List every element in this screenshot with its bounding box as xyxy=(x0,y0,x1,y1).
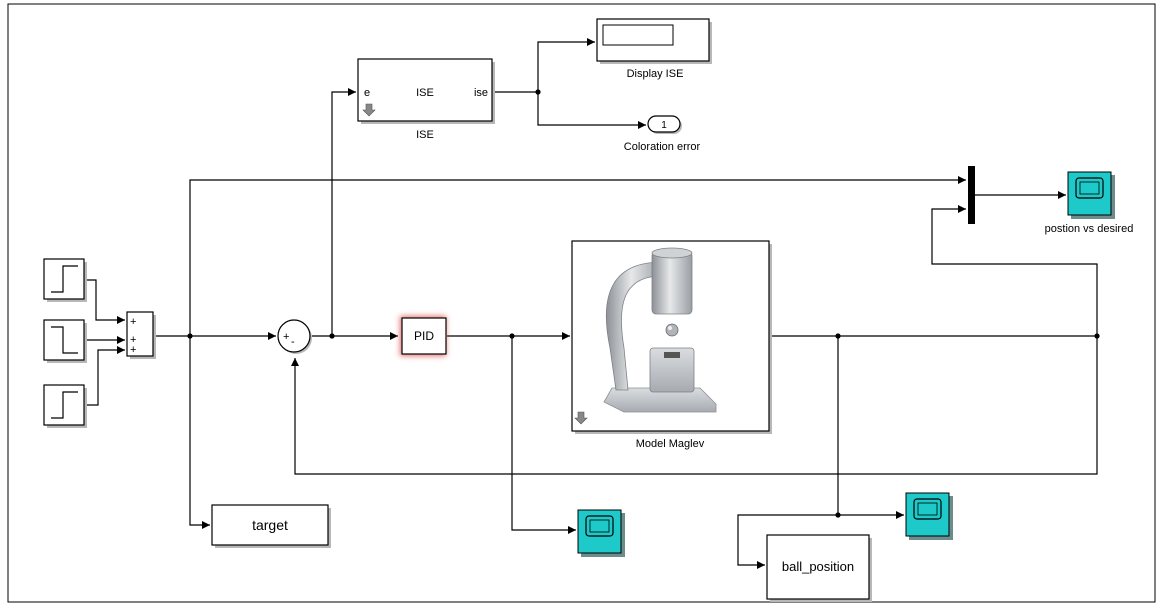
ise-caption: ISE xyxy=(416,129,434,141)
scope-icon xyxy=(913,498,942,520)
scope-ball-position[interactable] xyxy=(905,492,953,540)
sum-sign-2: + xyxy=(130,334,136,346)
pid-controller-block[interactable]: PID xyxy=(400,316,447,356)
step-up-icon xyxy=(51,391,78,419)
junction-dots xyxy=(187,89,1100,518)
ball-position-workspace-block[interactable]: ball_position xyxy=(766,534,872,602)
ise-subsystem-block[interactable]: e ISE ise xyxy=(357,58,495,124)
scope-pid-output[interactable] xyxy=(577,509,625,557)
step-source-2[interactable] xyxy=(43,319,87,363)
step-down-icon xyxy=(51,326,78,354)
outport-number: 1 xyxy=(661,120,667,131)
step-up-icon xyxy=(51,265,78,293)
down-arrow-icon xyxy=(362,103,376,117)
ise-port-out: ise xyxy=(474,87,488,99)
input-sum-block[interactable]: + + + xyxy=(126,311,156,359)
step-source-1[interactable] xyxy=(43,258,87,302)
pid-label: PID xyxy=(414,329,434,343)
sum-sign-3: + xyxy=(130,344,136,356)
model-maglev-caption: Model Maglev xyxy=(636,438,705,450)
mux-bar-icon[interactable] xyxy=(968,166,975,224)
scope-icon xyxy=(585,515,614,537)
error-sum-minus: - xyxy=(291,336,295,348)
display-ise-caption: Display ISE xyxy=(627,68,684,80)
step-source-3[interactable] xyxy=(43,384,87,428)
display-ise-block[interactable] xyxy=(596,18,712,64)
maglev-device-icon xyxy=(603,247,717,413)
outport-caption: Coloration error xyxy=(624,141,701,153)
target-workspace-block[interactable]: target xyxy=(211,504,331,548)
model-maglev-block[interactable] xyxy=(571,240,772,434)
ise-port-in: e xyxy=(364,87,370,99)
ise-block-name: ISE xyxy=(416,87,434,99)
target-label: target xyxy=(252,517,288,533)
down-arrow-icon xyxy=(574,411,588,425)
scope-position-vs-desired-caption: postion vs desired xyxy=(1045,223,1134,235)
scope-icon xyxy=(1075,177,1104,199)
signal-wires xyxy=(85,38,1098,569)
diagram-frame xyxy=(7,3,1156,603)
sum-sign-1: + xyxy=(130,316,136,328)
error-sum-block[interactable]: + - xyxy=(277,319,312,354)
ball-position-label: ball_position xyxy=(782,559,854,574)
scope-position-vs-desired[interactable] xyxy=(1067,171,1115,219)
error-sum-plus: + xyxy=(283,331,289,343)
outport-block[interactable]: 1 xyxy=(647,115,682,134)
